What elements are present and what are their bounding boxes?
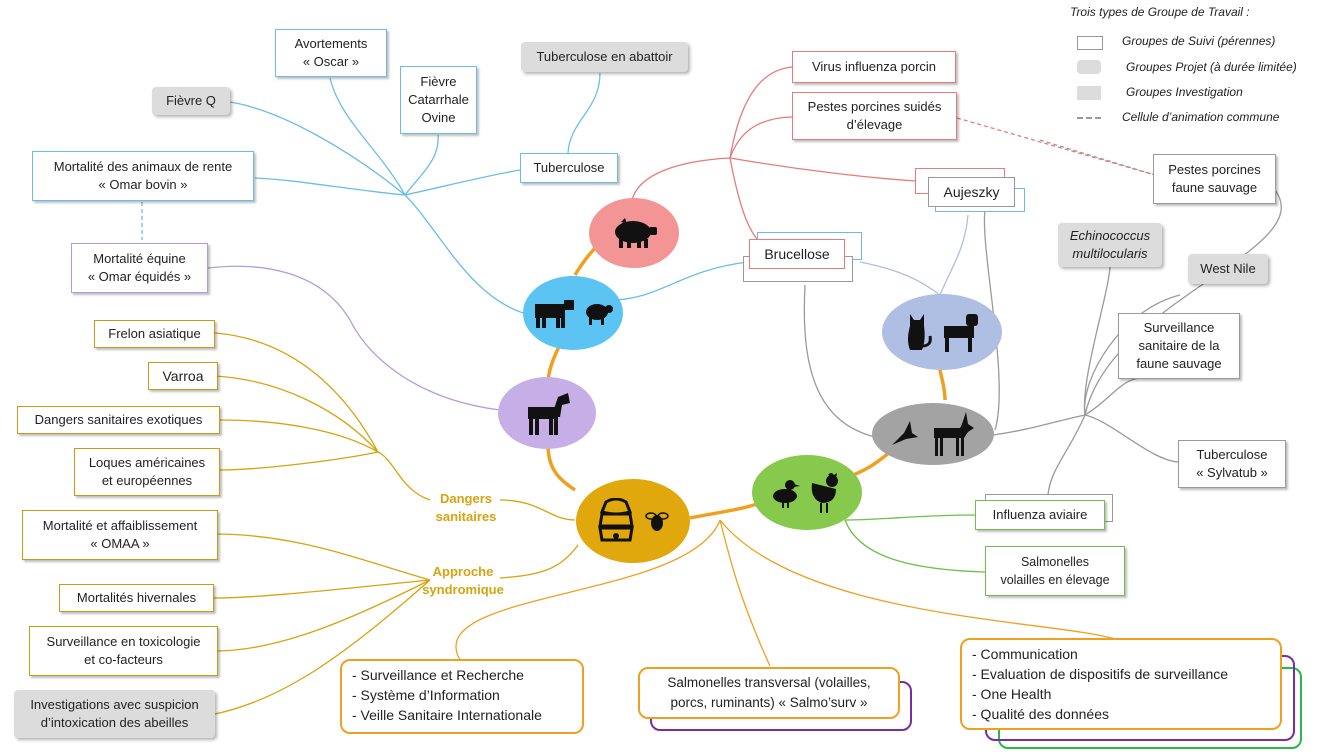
legend-label-investigation: Groupes Investigation [1126,85,1243,99]
box-cellule-animation[interactable]: - Communication - Evaluation de disposit… [960,638,1282,730]
legend-swatch-suivi [1077,36,1103,50]
node-west-nile[interactable]: West Nile [1188,254,1268,284]
node-pestes-porcines-faune[interactable]: Pestes porcines faune sauvage [1153,154,1276,204]
label-dangers-sanitaires: Dangers sanitaires [435,491,497,524]
cow-icon [535,300,574,328]
bee-icon [645,512,669,531]
node-fievre-catarrhale[interactable]: Fièvre Catarrhale Ovine [400,66,477,134]
label-approche-syndromique: Approche syndromique [422,564,504,597]
hub-equides[interactable] [498,377,596,449]
node-pestes-porcines-elevage[interactable]: Pestes porcines suidés d’élevage [792,92,957,140]
sheep-icon [586,304,613,325]
bird-icon [892,421,918,445]
hub-abeilles[interactable] [576,479,690,563]
node-virus-influenza-porcin[interactable]: Virus influenza porcin [792,51,956,83]
hub-ruminants[interactable] [523,276,623,350]
node-tuberculose-sylvatub[interactable]: Tuberculose « Sylvatub » [1178,440,1286,488]
box-salmonelles-transversal[interactable]: Salmonelles transversal (volailles, porc… [638,667,900,719]
node-avortements-oscar[interactable]: Avortements « Oscar » [275,29,387,77]
node-tuberculose-abattoir[interactable]: Tuberculose en abattoir [521,42,688,72]
legend-label-cellule: Cellule d’animation commune [1122,110,1280,124]
beehive-icon [598,498,634,542]
node-frelon-asiatique[interactable]: Frelon asiatique [94,320,215,348]
node-salmonelles-volailles[interactable]: Salmonelles volailles en élevage [985,546,1125,596]
legend-swatch-projet [1077,60,1101,74]
node-surveillance-faune-sauvage[interactable]: Surveillance sanitaire de la faune sauva… [1118,313,1240,379]
node-echinococcus[interactable]: Echinococcus multilocularis [1058,223,1162,267]
legend-swatch-cellule [1077,117,1101,119]
dog-icon [944,314,978,352]
duck-icon [773,479,800,508]
node-loques[interactable]: Loques américaines et européennes [74,448,220,496]
node-brucellose[interactable]: Brucellose [749,239,845,269]
legend-label-projet: Groupes Projet (à durée limitée) [1126,60,1297,74]
rooster-icon [811,472,838,513]
node-dangers-exotiques[interactable]: Dangers sanitaires exotiques [17,406,220,434]
hub-volailles[interactable] [752,455,862,530]
legend-swatch-investigation [1077,86,1101,100]
legend-label-suivi: Groupes de Suivi (pérennes) [1122,34,1276,48]
cat-icon [908,314,932,350]
node-mortalite-omaa[interactable]: Mortalité et affaiblissement « OMAA » [22,510,218,560]
abeilles-links [213,332,579,715]
node-tuberculose[interactable]: Tuberculose [520,153,618,183]
hub-porcs[interactable] [589,198,679,268]
node-toxicologie[interactable]: Surveillance en toxicologie et co-facteu… [29,626,218,676]
box-transverse[interactable]: - Surveillance et Recherche - Système d’… [340,659,584,734]
pig-icon [615,218,657,248]
node-varroa[interactable]: Varroa [148,362,218,390]
antelope-icon [934,412,974,456]
horse-icon [528,393,570,435]
hub-faune-sauvage[interactable] [872,403,994,465]
node-mortalites-hivernales[interactable]: Mortalités hivernales [59,584,214,612]
legend-title: Trois types de Groupe de Travail : [1070,5,1250,19]
node-intoxication-abeilles[interactable]: Investigations avec suspicion d’intoxica… [14,690,215,738]
node-aujeszky[interactable]: Aujeszky [928,177,1015,207]
node-mortalite-rente[interactable]: Mortalité des animaux de rente « Omar bo… [32,151,254,201]
node-mortalite-equine[interactable]: Mortalité équine « Omar équidés » [71,243,208,293]
hub-carnivores[interactable] [882,294,1002,370]
ruminants-links [141,72,749,316]
node-fievre-q[interactable]: Fièvre Q [152,87,230,115]
node-influenza-aviaire[interactable]: Influenza aviaire [975,500,1105,530]
